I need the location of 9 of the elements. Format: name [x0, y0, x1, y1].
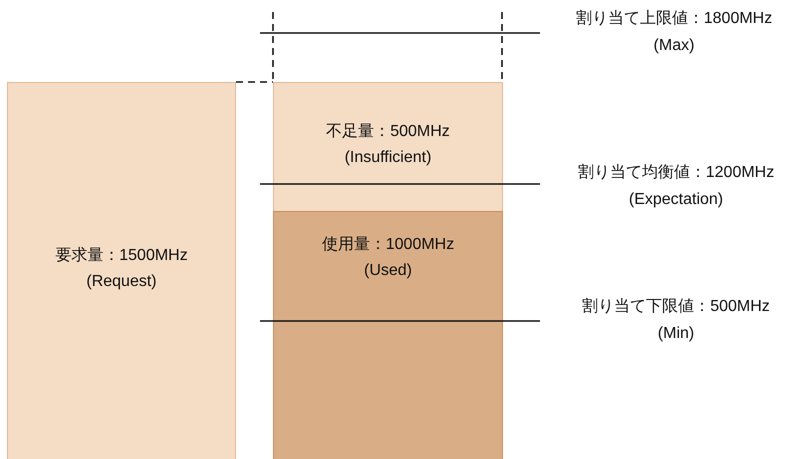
- level-label: 割り当て上限値：1800MHz (Max): [574, 8, 774, 56]
- bar-label: 不足量：500MHz (Insufficient): [325, 122, 451, 168]
- level-label: 割り当て均衡値：1200MHz (Expectation): [576, 162, 776, 210]
- bar-label: 使用量：1000MHz (Used): [320, 235, 456, 281]
- bar-label: 要求量：1500MHz (Request): [54, 246, 189, 292]
- shortfall-bar: [273, 82, 503, 213]
- used-bar: [273, 211, 503, 459]
- level-label: 割り当て下限値：500MHz (Min): [581, 296, 771, 344]
- request-bar: [7, 82, 236, 459]
